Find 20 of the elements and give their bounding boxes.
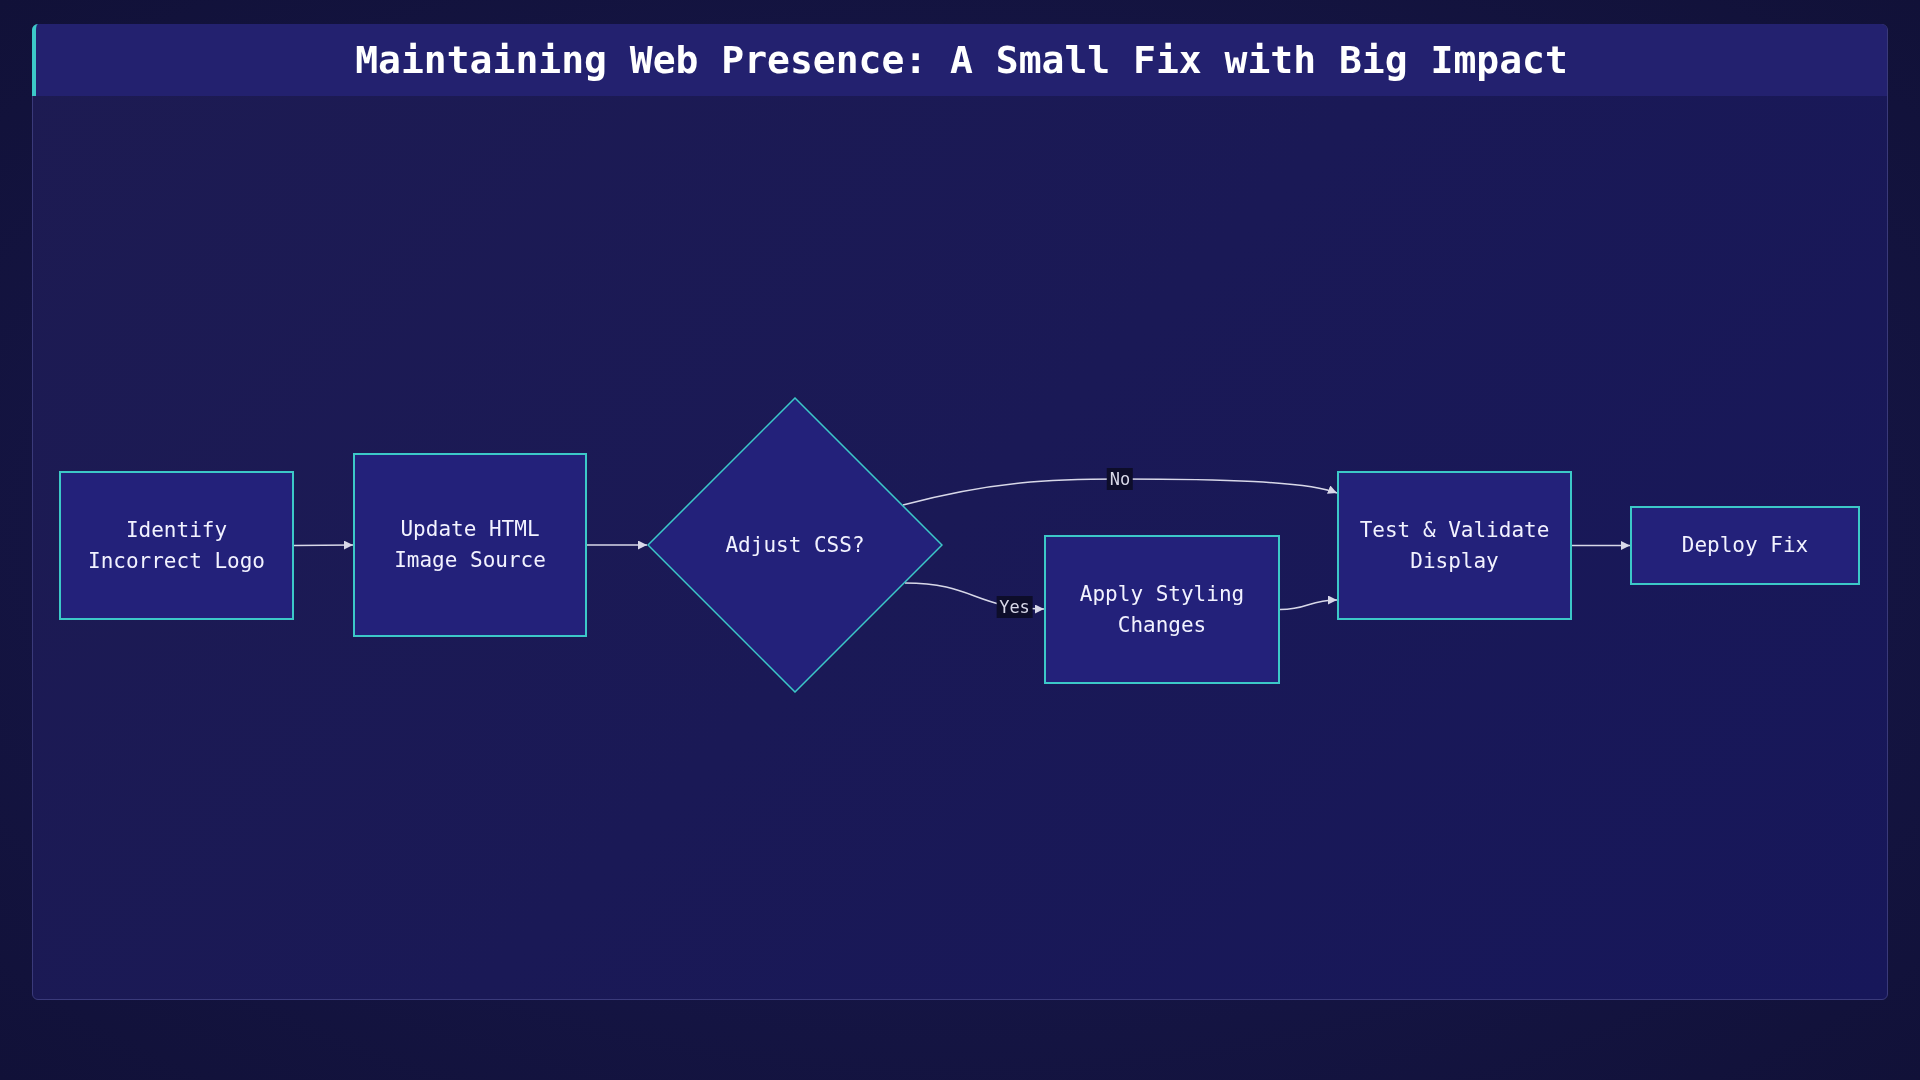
arrow	[586, 540, 648, 550]
node-label: Adjust CSS?	[725, 531, 865, 559]
edge-label: No	[1106, 468, 1134, 490]
arrow	[293, 540, 354, 550]
arrow	[902, 478, 1338, 506]
decision-diamond	[647, 397, 943, 693]
node-label: Identify Incorrect Logo	[87, 516, 266, 575]
title: Maintaining Web Presence: A Small Fix with Big Impact	[32, 24, 1887, 96]
edge-label: Yes	[996, 596, 1033, 618]
node-label: Deploy Fix	[1681, 532, 1809, 559]
process-box	[1044, 535, 1280, 684]
arrow	[1571, 541, 1631, 550]
arrow	[1279, 595, 1338, 611]
node-label: Apply Styling Changes	[1078, 580, 1246, 639]
node-label: Test & Validate Display	[1358, 516, 1551, 575]
node-label: Update HTML Image Source	[393, 516, 547, 574]
process-box	[1337, 471, 1572, 620]
process-box	[1630, 506, 1860, 585]
process-box	[59, 471, 294, 620]
process-box	[353, 453, 587, 637]
